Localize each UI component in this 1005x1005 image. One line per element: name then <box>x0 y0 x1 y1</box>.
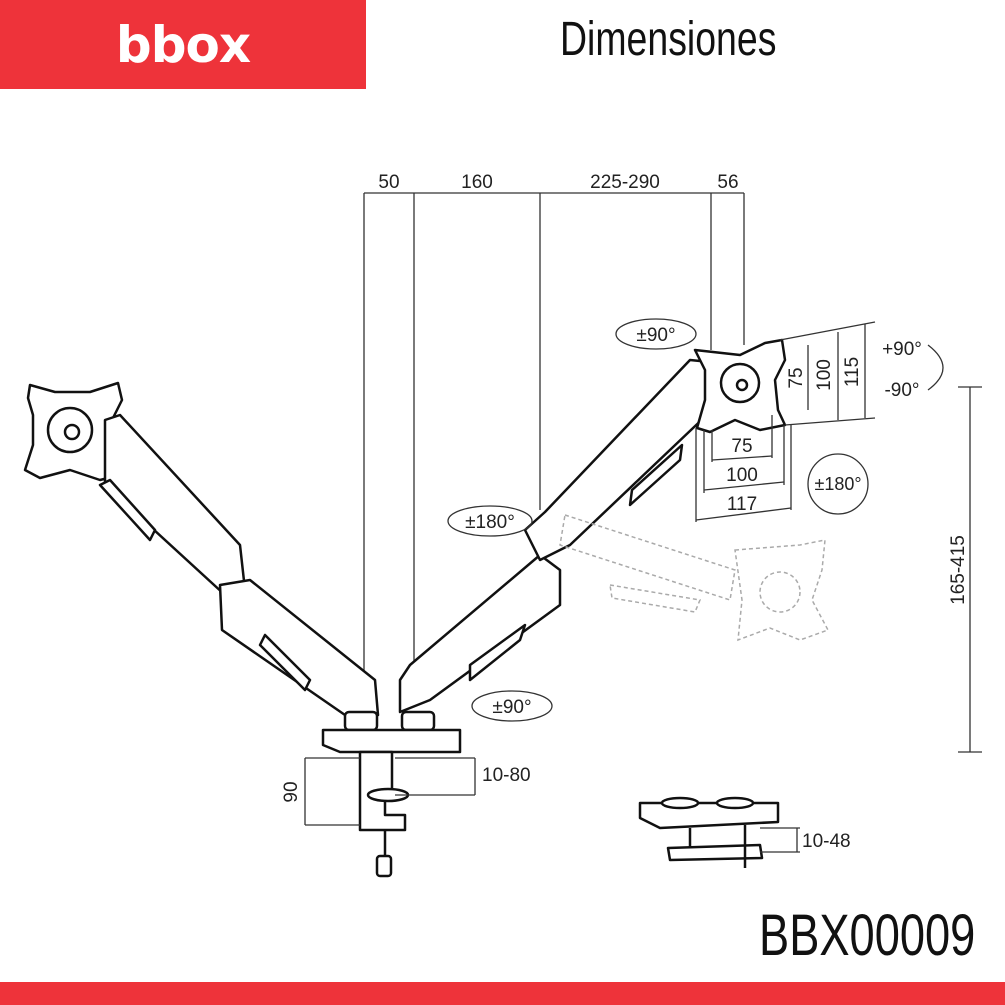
vesa-h-75: 75 <box>731 436 752 457</box>
brand-logo: bbox <box>0 0 366 89</box>
right-vesa-plate <box>693 338 787 434</box>
tilt-up-label: +90° <box>882 339 922 360</box>
swivel-base-arrow-icon <box>471 690 553 722</box>
tilt-label-top: ±90° <box>636 325 675 346</box>
top-dimension-lines <box>363 192 745 680</box>
desk-clamp <box>321 728 462 878</box>
footer-bar <box>0 982 1005 1005</box>
vesa-dimension-lines <box>695 321 876 522</box>
clamp-height-lines <box>304 757 476 826</box>
tilt-down-label: -90° <box>884 380 919 401</box>
tilt-arrow-icon <box>927 344 944 391</box>
height-range-line <box>958 386 982 753</box>
product-code: BBX00009 <box>758 903 975 968</box>
swivel-base-label: ±90° <box>492 697 531 718</box>
clamp-range-label: 10-80 <box>482 765 531 786</box>
grommet-range-label: 10-48 <box>802 831 851 852</box>
clamp-height-label: 90 <box>281 781 302 802</box>
vesa-v-100: 100 <box>814 359 835 391</box>
rotate-plate-label: ±180° <box>814 474 861 494</box>
rotate-arrow-icon <box>615 318 697 350</box>
vesa-h-100: 100 <box>726 465 758 486</box>
dim-50: 50 <box>378 172 399 193</box>
grommet-range-lines <box>760 827 800 853</box>
left-monitor-arm <box>98 413 380 732</box>
dim-160: 160 <box>461 172 493 193</box>
dim-56: 56 <box>717 172 738 193</box>
swivel-arm-label: ±180° <box>465 512 515 533</box>
grommet-mount <box>638 796 780 868</box>
vesa-h-117: 117 <box>727 494 757 515</box>
height-range-label: 165-415 <box>948 535 969 605</box>
swivel-arrow-icon <box>447 505 533 537</box>
logo-text: bbox <box>115 15 251 74</box>
page-title: Dimensiones <box>560 13 777 66</box>
vesa-v-115: 115 <box>842 357 863 387</box>
dim-225-290: 225-290 <box>590 172 660 193</box>
right-monitor-arm <box>398 358 714 732</box>
left-vesa-plate <box>23 381 124 482</box>
rotate-circle-icon <box>807 453 869 515</box>
vesa-v-75: 75 <box>786 367 807 388</box>
ghost-monitor-position <box>559 514 830 642</box>
